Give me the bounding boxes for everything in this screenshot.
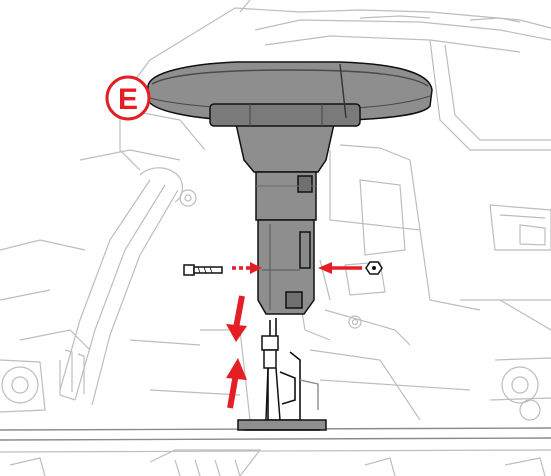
nut-icon [365, 261, 383, 275]
bolt-icon [183, 264, 223, 276]
callout-marker: E [105, 75, 151, 121]
callout-label: E [118, 83, 138, 116]
column-mount-bracket [237, 318, 327, 431]
steering-wheel-icon [147, 61, 433, 127]
steering-column-icon [235, 123, 335, 315]
insert-arrow-icon [226, 262, 362, 409]
